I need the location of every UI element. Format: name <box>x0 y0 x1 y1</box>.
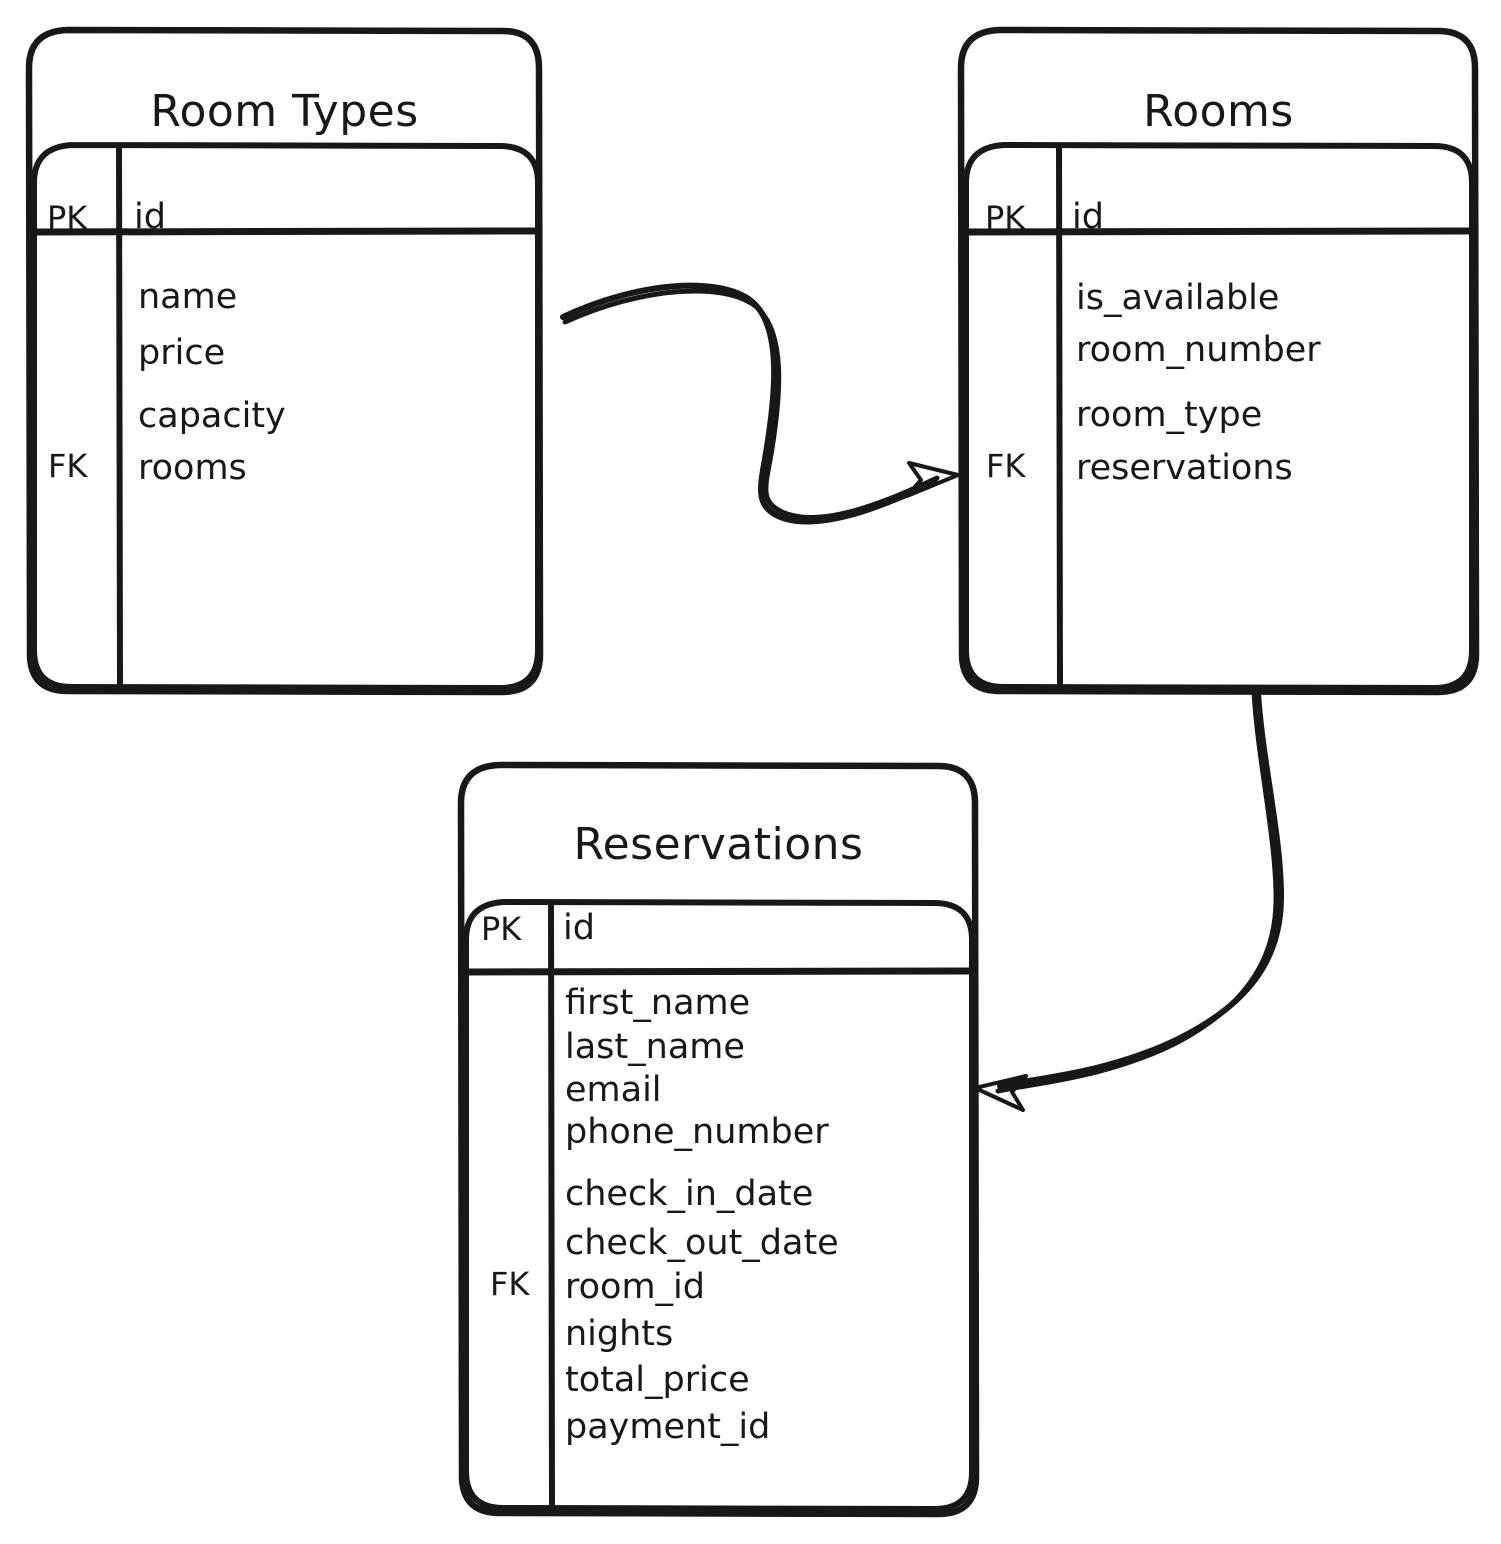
entity-room-types[interactable]: Room Types PK id FK name price capacity … <box>29 30 540 692</box>
relationship-room-types-to-rooms <box>560 282 960 525</box>
field-reservations-email: email <box>565 1070 662 1110</box>
field-room-types-capacity: capacity <box>138 396 286 436</box>
field-rooms-room-number: room_number <box>1076 330 1321 370</box>
field-rooms-id: id <box>1072 197 1104 237</box>
entity-reservations[interactable]: Reservations PK id FK first_name last_na… <box>461 765 976 1514</box>
field-reservations-nights: nights <box>565 1314 674 1354</box>
field-reservations-total-price: total_price <box>565 1360 750 1400</box>
fk-label-rooms: FK <box>986 447 1026 485</box>
field-room-types-rooms: rooms <box>138 448 247 488</box>
field-room-types-name: name <box>138 277 238 317</box>
relationship-rooms-to-reservations <box>973 689 1285 1112</box>
field-rooms-is-available: is_available <box>1076 278 1280 318</box>
fk-label-reservations: FK <box>490 1265 530 1303</box>
fk-label-room-types: FK <box>48 447 88 485</box>
field-room-types-price: price <box>138 333 226 373</box>
entity-title-rooms: Rooms <box>1143 86 1294 137</box>
field-reservations-check-in-date: check_in_date <box>565 1174 814 1214</box>
pk-label-rooms: PK <box>985 199 1026 237</box>
field-reservations-last-name: last_name <box>565 1027 745 1067</box>
field-reservations-payment-id: payment_id <box>565 1407 771 1447</box>
field-reservations-id: id <box>563 908 595 948</box>
field-reservations-first-name: first_name <box>565 983 751 1023</box>
entity-rooms[interactable]: Rooms PK id FK is_available room_number … <box>961 30 1476 692</box>
field-reservations-phone-number: phone_number <box>565 1112 829 1152</box>
field-rooms-reservations: reservations <box>1076 448 1293 488</box>
entity-title-room-types: Room Types <box>150 86 419 137</box>
entity-title-reservations: Reservations <box>573 819 864 870</box>
field-reservations-check-out-date: check_out_date <box>565 1223 839 1263</box>
field-reservations-room-id: room_id <box>565 1267 705 1307</box>
pk-label-reservations: PK <box>481 910 522 948</box>
pk-label-room-types: PK <box>47 199 88 237</box>
field-rooms-room-type: room_type <box>1076 395 1263 435</box>
field-room-types-id: id <box>134 197 166 237</box>
